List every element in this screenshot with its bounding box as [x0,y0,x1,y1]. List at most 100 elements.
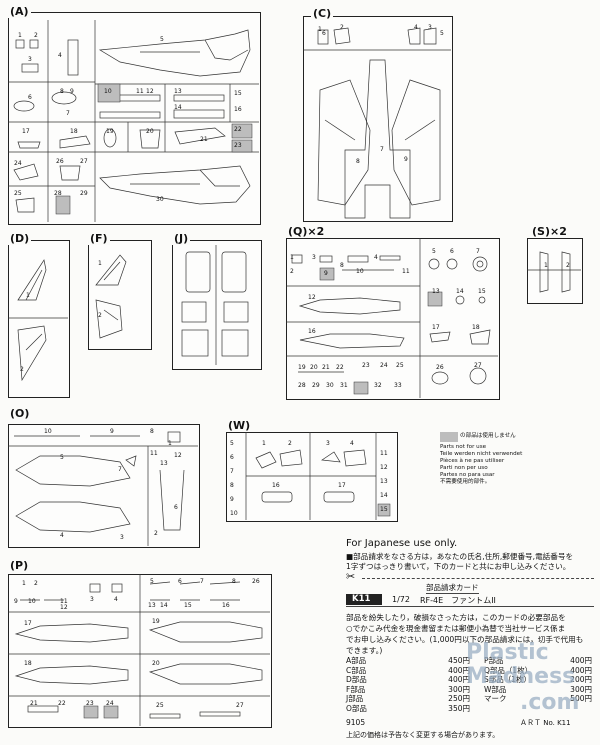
part-num-f-1: 1 [98,260,102,267]
order-notice-line-1: ■部品請求をなさる方は，あなたの氏名,住所,郵便番号,電話番号を [346,552,574,561]
part-num-s-1: 1 [544,262,548,269]
part-num-q-31: 31 [340,382,348,389]
part-num-a-1: 1 [18,32,22,39]
part-num-q-10: 10 [356,268,364,275]
part-num-p-6: 6 [178,578,182,585]
part-num-a-26: 26 [56,158,64,165]
legend-line-fr: Pièces à ne pas utiliser [440,458,505,464]
part-num-p-16: 16 [222,602,230,609]
part-num-q-12: 12 [308,294,316,301]
part-num-q-33: 33 [394,382,402,389]
price-row: S部品（1枚）200円 [484,675,592,684]
part-num-q-15: 15 [478,288,486,295]
part-num-a-14: 14 [174,104,182,111]
section-label-p: (P) [8,559,31,572]
part-num-w-16: 16 [272,482,280,489]
part-num-c-6: 6 [322,30,326,37]
part-num-p-17: 17 [24,620,32,627]
part-num-p-13: 13 [148,602,156,609]
part-num-p-25: 25 [156,702,164,709]
part-num-a-4: 4 [58,52,62,59]
part-num-w-1: 1 [262,440,266,447]
part-num-a-2: 2 [34,32,38,39]
card-title: 部品請求カード [426,583,479,594]
part-num-p-9: 9 [14,598,18,605]
part-num-q-20: 20 [310,364,318,371]
part-num-a-28: 28 [54,190,62,197]
part-num-q-21: 21 [322,364,330,371]
part-num-w-12: 12 [380,464,388,471]
card-body-line-3: でお申し込みください。(1,000円以下の部品請求には，切手で代用も [346,635,584,644]
part-num-q-14: 14 [456,288,464,295]
part-num-q-3: 3 [312,254,316,261]
part-num-o-2: 2 [154,530,158,537]
part-num-p-10: 10 [28,598,36,605]
japan-only-note: For Japanese use only. [346,538,458,549]
legend-line-jp: の部品は使用しません [460,433,516,439]
part-num-p-21: 21 [30,700,38,707]
part-num-p-5: 5 [150,578,154,585]
part-num-q-23: 23 [362,362,370,369]
part-num-q-27: 27 [474,362,482,369]
part-num-p-22: 22 [58,700,66,707]
kit-code-badge [346,594,382,605]
sprue-frame-j [172,240,262,370]
part-num-w-2: 2 [288,440,292,447]
part-num-q-29: 29 [312,382,320,389]
card-divider [346,606,594,607]
scissors-icon: ✂ [346,570,356,583]
price-row: Q部品（1枚）400円 [484,665,592,675]
part-num-s-2: 2 [566,262,570,269]
part-num-w-15: 15 [380,506,388,513]
part-num-a-5: 5 [160,36,164,43]
section-label-f: (F) [88,232,110,245]
part-num-q-30: 30 [326,382,334,389]
part-num-p-27: 27 [236,702,244,709]
order-notice-line-2: 1字ずつはっきり書いて，下のカードと共にお申し込みください。 [346,562,571,571]
part-num-p-11: 11 [60,598,68,605]
part-num-c-8: 8 [356,158,360,165]
part-num-w-4: 4 [350,440,354,447]
part-num-c-2: 2 [340,24,344,31]
part-num-w-8: 8 [230,482,234,489]
sprue-frame-f [88,240,152,350]
part-num-o-4: 4 [60,532,64,539]
part-num-w-13: 13 [380,478,388,485]
part-num-q-6: 6 [450,248,454,255]
part-num-a-15: 15 [234,90,242,97]
part-num-p-7: 7 [200,578,204,585]
part-num-w-14: 14 [380,492,388,499]
part-num-o-8: 8 [150,428,154,435]
part-num-p-18: 18 [24,660,32,667]
part-num-p-19: 19 [152,618,160,625]
section-label-q: (Q)×2 [286,225,327,238]
part-num-o-9: 9 [110,428,114,435]
watermark-line-3: .com [520,690,580,715]
part-num-q-13: 13 [432,288,440,295]
sprue-frame-c [303,16,453,222]
kit-code: K11 [352,594,371,604]
part-num-o-3: 3 [120,534,124,541]
part-num-d-1: 1 [26,292,30,299]
part-num-q-1: 1 [290,254,294,261]
unused-parts-swatch [440,432,458,442]
part-num-q-18: 18 [472,324,480,331]
part-num-q-28: 28 [298,382,306,389]
kit-scale: 1/72 [392,595,410,604]
sprue-frame-d [8,240,70,398]
part-num-c-9: 9 [404,156,408,163]
section-label-s: (S)×2 [530,225,569,238]
sprue-frame-p [8,574,272,728]
card-body-line-4: できます。) [346,646,383,655]
part-num-q-25: 25 [396,362,404,369]
sprue-frame-s [527,238,583,304]
part-num-a-6: 6 [28,94,32,101]
part-num-a-23: 23 [234,142,242,149]
part-num-q-9: 9 [324,270,328,277]
